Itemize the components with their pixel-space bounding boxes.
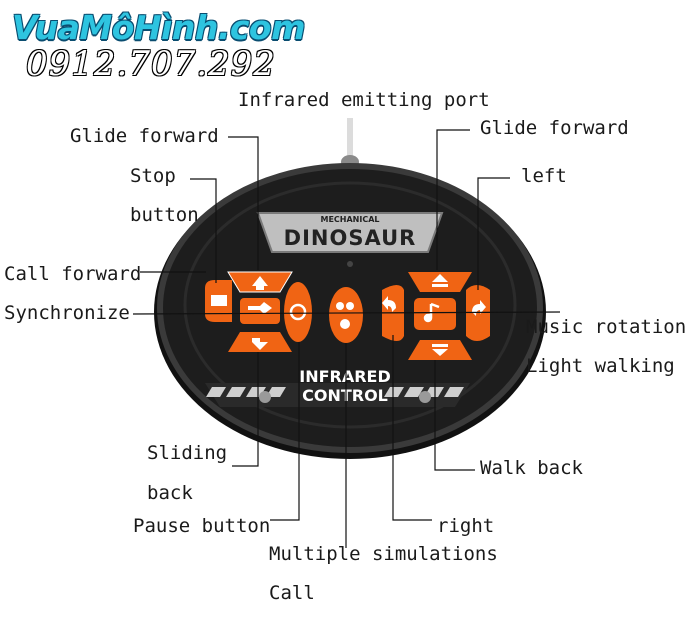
brand-top-text: MECHANICAL (320, 215, 379, 224)
label-infrared-port: Infrared emitting port (238, 89, 490, 111)
callout-glide-forward-right (436, 129, 470, 270)
label-pause-button: Pause button (133, 515, 271, 537)
label-stop-line1: Stop (130, 165, 176, 187)
callout-synchronize (132, 311, 561, 315)
callout-glide-forward-left (228, 136, 259, 270)
glide-forward-right-button[interactable] (408, 272, 472, 292)
label-glide-forward-right: Glide forward (480, 117, 629, 139)
watermark-brand: VuaMôHình.com (12, 8, 305, 47)
glide-forward-left-button[interactable] (227, 271, 293, 293)
label-call-forward: Call forward (4, 263, 142, 285)
brand-main-text: DINOSAUR (284, 226, 417, 250)
control-label-line1: INFRARED (299, 367, 391, 386)
music-button[interactable] (414, 298, 456, 330)
label-right: right (437, 515, 495, 537)
synchronize-button[interactable] (240, 298, 280, 324)
arrow-down-icon (252, 338, 268, 350)
label-walk-back: Walk back (480, 457, 583, 479)
screw-left-icon (259, 391, 271, 403)
callout-pause (270, 342, 300, 521)
callout-walk-back (434, 360, 475, 471)
stripe-band (205, 383, 470, 407)
ir-sensor-dot (347, 261, 353, 267)
walk-back-button[interactable] (408, 340, 472, 360)
infrared-port-beam (347, 118, 353, 162)
pause-icon (289, 303, 307, 321)
watermark-phone: 0912.707.292 (26, 44, 276, 84)
callout-stop (190, 178, 217, 283)
dinosaur-head-icon (336, 302, 344, 310)
pause-button[interactable] (284, 282, 312, 342)
call-forward-icon (211, 295, 227, 306)
label-stop-line2: button (130, 204, 199, 226)
glide-up-icon (432, 274, 448, 287)
callout-sliding-back (232, 352, 259, 467)
control-label-line2: CONTROL (302, 386, 388, 405)
label-sliding-line1: Sliding (147, 442, 228, 464)
label-sliding-line2: back (147, 482, 193, 504)
arrow-up-icon (252, 276, 268, 290)
walk-back-icon (432, 344, 448, 356)
remote-inner-rim (183, 181, 517, 429)
label-left: left (521, 165, 567, 187)
music-note-icon (423, 302, 440, 323)
label-call: Call (269, 582, 315, 604)
screw-right-icon (419, 391, 431, 403)
brand-plate (256, 212, 444, 253)
label-light-walking: Light walking (526, 355, 675, 377)
label-music-rotation: Music rotation (526, 316, 687, 338)
call-forward-button[interactable] (205, 280, 232, 322)
label-synchronize: Synchronize (4, 302, 130, 324)
callout-left (477, 177, 510, 290)
callout-right (392, 335, 432, 521)
synchronize-icon (248, 302, 272, 314)
label-multiple-simulations: Multiple simulations (269, 543, 498, 565)
label-glide-forward-left: Glide forward (70, 125, 219, 147)
turn-right-icon (382, 296, 396, 312)
multiple-simulations-call-button[interactable] (329, 287, 363, 343)
sliding-back-button[interactable] (228, 332, 292, 352)
